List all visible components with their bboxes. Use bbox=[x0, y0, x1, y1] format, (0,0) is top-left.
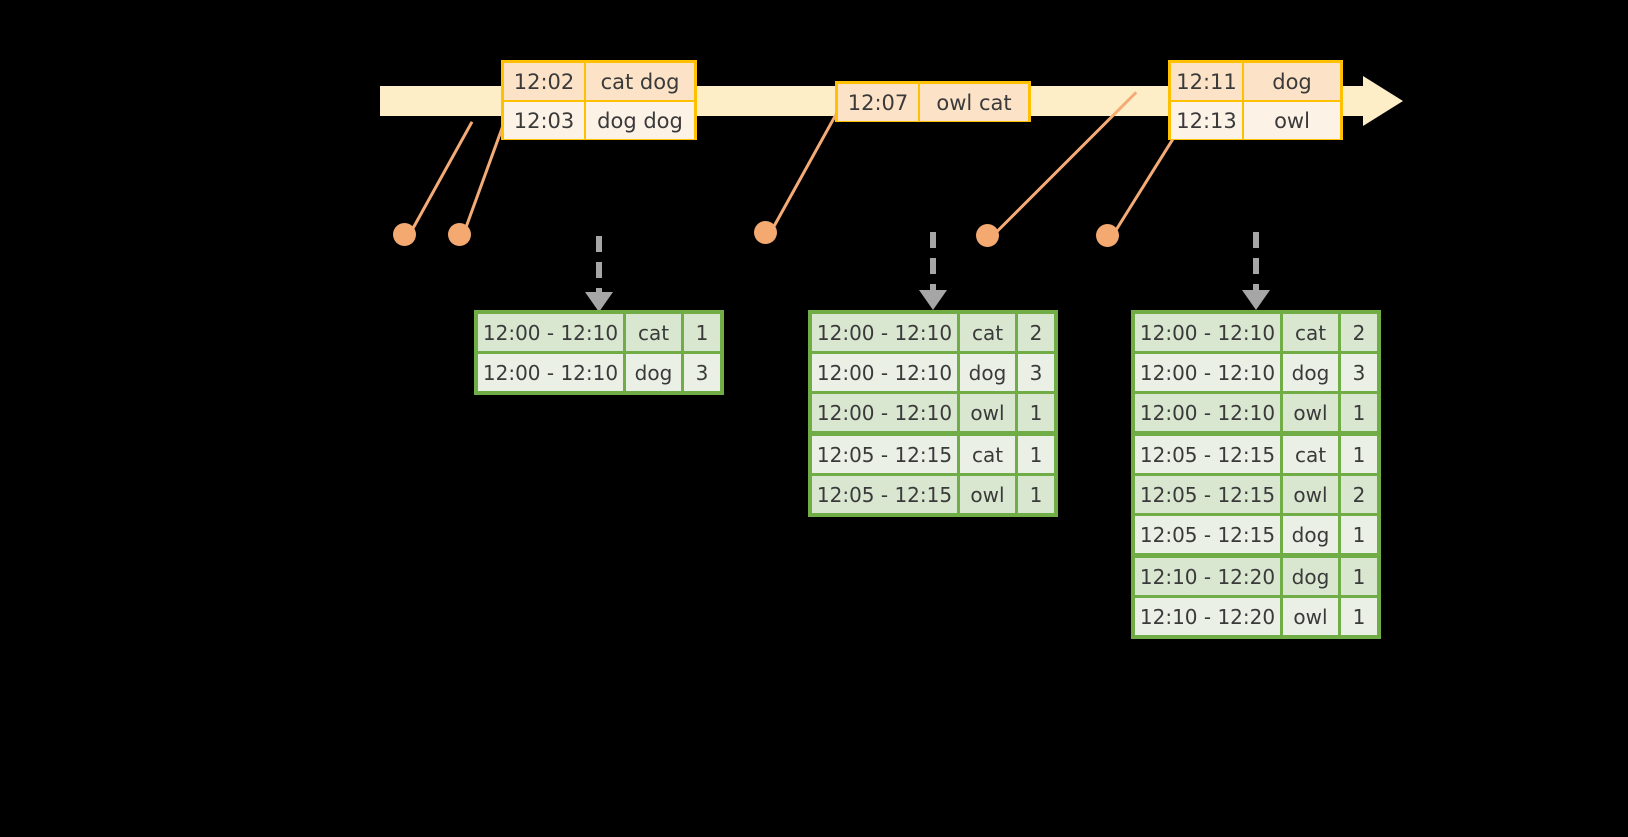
event-payload: dog bbox=[1244, 63, 1340, 100]
cell-window: 12:05 - 12:15 bbox=[1135, 516, 1283, 553]
cell-key: dog bbox=[1283, 516, 1341, 553]
cell-window: 12:00 - 12:10 bbox=[478, 314, 626, 351]
cell-count: 3 bbox=[684, 354, 720, 391]
event-time: 12:02 bbox=[504, 63, 586, 100]
event-box-group-2[interactable]: 12:07 owl cat bbox=[835, 81, 1031, 122]
cell-window: 12:05 - 12:15 bbox=[1135, 476, 1283, 513]
cell-count: 1 bbox=[1341, 558, 1377, 595]
connector-dot-5 bbox=[1096, 224, 1119, 247]
event-time: 12:03 bbox=[504, 102, 586, 139]
cell-window: 12:05 - 12:15 bbox=[812, 476, 960, 513]
connector-line-5 bbox=[1110, 128, 1181, 238]
cell-window: 12:00 - 12:10 bbox=[478, 354, 626, 391]
cell-window: 12:00 - 12:10 bbox=[812, 314, 960, 351]
dashed-arrow-3 bbox=[1253, 232, 1259, 296]
cell-window: 12:10 - 12:20 bbox=[1135, 598, 1283, 635]
dashed-arrow-head-2 bbox=[919, 290, 947, 310]
timeline-arrowhead bbox=[1363, 76, 1403, 126]
cell-count: 1 bbox=[1018, 436, 1054, 473]
connector-line-2 bbox=[461, 119, 507, 237]
event-box-group-3[interactable]: 12:11 dog 12:13 owl bbox=[1168, 60, 1343, 140]
cell-key: cat bbox=[626, 314, 684, 351]
cell-key: dog bbox=[1283, 558, 1341, 595]
event-payload: cat dog bbox=[586, 63, 694, 100]
connector-dot-3 bbox=[754, 221, 777, 244]
dashed-arrow-head-1 bbox=[585, 292, 613, 312]
cell-window: 12:10 - 12:20 bbox=[1135, 558, 1283, 595]
connector-dot-4 bbox=[976, 224, 999, 247]
cell-count: 2 bbox=[1341, 476, 1377, 513]
cell-key: owl bbox=[1283, 476, 1341, 513]
cell-count: 1 bbox=[684, 314, 720, 351]
cell-window: 12:00 - 12:10 bbox=[1135, 314, 1283, 351]
cell-key: cat bbox=[1283, 436, 1341, 473]
dashed-arrow-2 bbox=[930, 232, 936, 296]
event-time: 12:11 bbox=[1171, 63, 1244, 100]
event-box-group-1[interactable]: 12:02 cat dog 12:03 dog dog bbox=[501, 60, 697, 140]
event-row: 12:07 owl cat bbox=[838, 84, 1028, 121]
cell-key: dog bbox=[960, 354, 1018, 391]
cell-window: 12:00 - 12:10 bbox=[1135, 394, 1283, 431]
cell-key: dog bbox=[626, 354, 684, 391]
connector-dot-2 bbox=[448, 223, 471, 246]
cell-window: 12:00 - 12:10 bbox=[812, 394, 960, 431]
cell-count: 3 bbox=[1341, 354, 1377, 391]
cell-key: dog bbox=[1283, 354, 1341, 391]
event-row: 12:11 dog bbox=[1171, 63, 1340, 100]
cell-count: 1 bbox=[1341, 598, 1377, 635]
event-row: 12:13 owl bbox=[1171, 100, 1340, 139]
event-payload: owl bbox=[1244, 102, 1340, 139]
dashed-arrow-head-3 bbox=[1242, 290, 1270, 310]
cell-key: owl bbox=[960, 476, 1018, 513]
cell-key: owl bbox=[1283, 598, 1341, 635]
cell-count: 1 bbox=[1018, 476, 1054, 513]
event-payload: dog dog bbox=[586, 102, 694, 139]
cell-count: 3 bbox=[1018, 354, 1054, 391]
connector-line-3 bbox=[768, 108, 841, 235]
cell-key: owl bbox=[960, 394, 1018, 431]
cell-count: 2 bbox=[1341, 314, 1377, 351]
cell-key: owl bbox=[1283, 394, 1341, 431]
cell-count: 1 bbox=[1341, 394, 1377, 431]
cell-window: 12:05 - 12:15 bbox=[1135, 436, 1283, 473]
event-time: 12:07 bbox=[838, 84, 920, 121]
cell-key: cat bbox=[960, 436, 1018, 473]
cell-count: 1 bbox=[1341, 516, 1377, 553]
connector-line-1 bbox=[407, 121, 474, 237]
dashed-arrow-1 bbox=[596, 236, 602, 298]
cell-count: 1 bbox=[1018, 394, 1054, 431]
cell-count: 1 bbox=[1341, 436, 1377, 473]
cell-window: 12:00 - 12:10 bbox=[1135, 354, 1283, 391]
cell-count: 2 bbox=[1018, 314, 1054, 351]
cell-key: cat bbox=[960, 314, 1018, 351]
event-time: 12:13 bbox=[1171, 102, 1244, 139]
event-row: 12:03 dog dog bbox=[504, 100, 694, 139]
cell-key: cat bbox=[1283, 314, 1341, 351]
event-row: 12:02 cat dog bbox=[504, 63, 694, 100]
event-payload: owl cat bbox=[920, 84, 1028, 121]
cell-window: 12:00 - 12:10 bbox=[812, 354, 960, 391]
cell-window: 12:05 - 12:15 bbox=[812, 436, 960, 473]
connector-dot-1 bbox=[393, 223, 416, 246]
